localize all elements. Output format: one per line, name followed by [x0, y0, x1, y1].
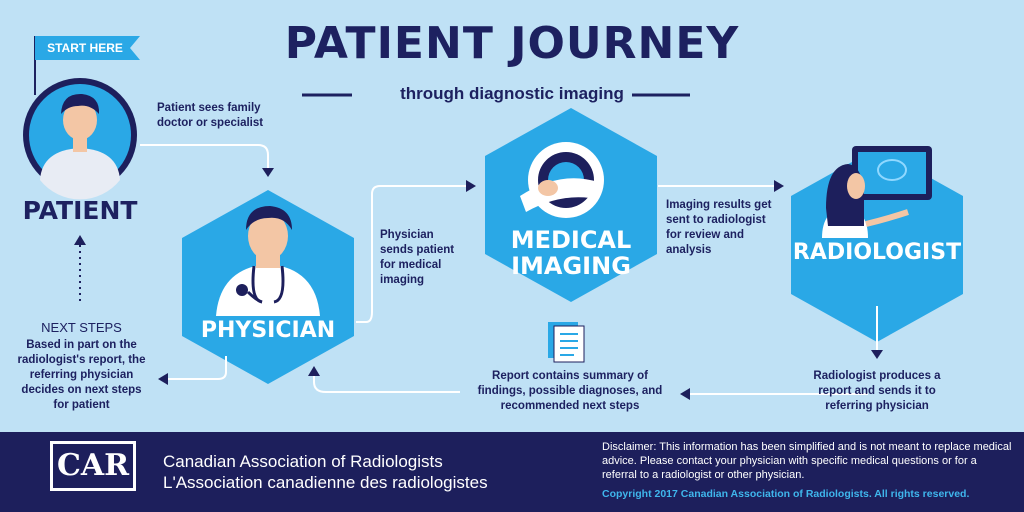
- start-here-label: START HERE: [47, 41, 123, 55]
- connectors: [140, 144, 878, 395]
- org-name-french: L'Association canadienne des radiologist…: [163, 473, 488, 492]
- patient-avatar-icon: [23, 78, 137, 200]
- step-results-sent: Imaging results get sent to radiologist …: [666, 199, 772, 256]
- step-sends-patient: Physician sends patient for medical imag…: [380, 229, 455, 286]
- flag-icon: [34, 36, 140, 95]
- next-steps-title: NEXT STEPS: [41, 320, 122, 335]
- arrowheads: [74, 168, 883, 400]
- step-produces-report: Radiologist produces a report and sends …: [813, 370, 941, 412]
- physician-hexagon: [182, 190, 354, 384]
- medical-imaging-label-line1: MEDICAL: [510, 226, 632, 254]
- step-report-contains: Report contains summary of findings, pos…: [477, 370, 663, 412]
- org-name-english: Canadian Association of Radiologists: [163, 452, 443, 471]
- physician-label: PHYSICIAN: [200, 318, 336, 343]
- medical-imaging-label-line2: IMAGING: [511, 252, 631, 280]
- medical-imaging-label: MEDICAL IMAGING: [485, 227, 657, 279]
- page-title: PATIENT JOURNEY: [284, 18, 740, 69]
- footer: [0, 432, 1024, 512]
- step-sees-doctor: Patient sees family doctor or specialist: [157, 102, 264, 129]
- car-logo: CAR: [50, 441, 136, 491]
- copyright-text: Copyright 2017 Canadian Association of R…: [602, 488, 970, 500]
- radiologist-hexagon: [791, 146, 963, 342]
- medical-imaging-hexagon: [485, 108, 657, 302]
- disclaimer-text: Disclaimer: This information has been si…: [602, 441, 1012, 481]
- page-subtitle: through diagnostic imaging: [400, 84, 624, 103]
- next-steps-text: Based in part on the radiologist's repor…: [17, 339, 146, 411]
- radiologist-label: RADIOLOGIST: [792, 240, 962, 265]
- patient-label: PATIENT: [22, 196, 138, 225]
- report-clipboard-icon: [548, 322, 585, 363]
